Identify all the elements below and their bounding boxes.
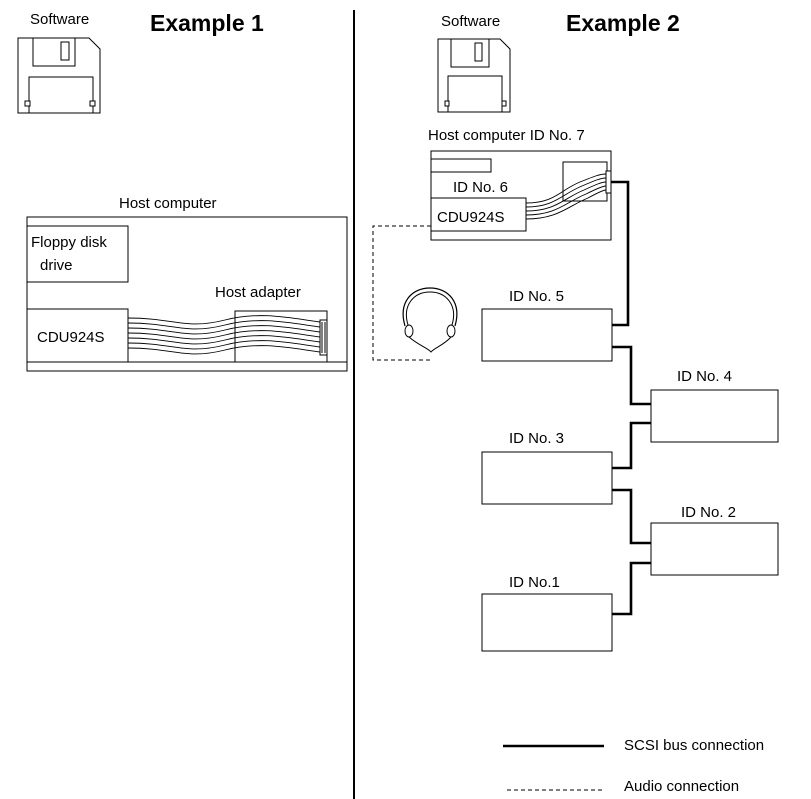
ex1-ribbon-cable [127, 315, 328, 356]
device-id-3 [481, 451, 613, 505]
ex1-host-computer-label: Host computer [119, 195, 217, 212]
ex2-drive-label: CDU924S [437, 209, 505, 226]
ex2-host-computer-label: Host computer ID No. 7 [428, 127, 585, 144]
ex1-cd-drive [26, 308, 129, 363]
legend-scsi-label: SCSI bus connection [624, 737, 764, 754]
ex2-cd-drive [430, 197, 527, 232]
device-id-1 [481, 593, 613, 652]
ex1-host-adapter-label: Host adapter [215, 284, 301, 301]
scsi-bus-host-to-id5 [611, 180, 630, 327]
ex2-host-slot [430, 158, 492, 173]
ex1-title: Example 1 [150, 10, 264, 36]
device-id-4 [650, 389, 779, 443]
device-label-id-5: ID No. 5 [509, 288, 564, 305]
ex1-floppy-label-2: drive [40, 257, 73, 274]
ex1-floppy-drive [26, 225, 129, 283]
device-id-2 [650, 522, 779, 576]
legend: SCSI bus connection Audio connection [503, 737, 764, 795]
ex1-drive-label: CDU924S [37, 329, 105, 346]
device-id-5 [481, 308, 613, 362]
scsi-bus-id2-to-id1 [612, 561, 651, 616]
scsi-bus-id5-to-id4 [612, 345, 651, 406]
device-label-id-3: ID No. 3 [509, 430, 564, 447]
ex2-title: Example 2 [566, 10, 680, 36]
device-label-id-4: ID No. 4 [677, 368, 732, 385]
ex2-software-label: Software [441, 13, 500, 30]
legend-audio-label: Audio connection [624, 778, 739, 795]
headphones-icon [402, 287, 458, 353]
scsi-bus-id3-to-id2 [612, 488, 651, 545]
audio-connection-line [372, 225, 433, 361]
ex2-ribbon-cable [525, 170, 612, 220]
device-label-id-1: ID No.1 [509, 574, 560, 591]
ex1-floppy-disk-icon [17, 37, 101, 114]
ex1-floppy-label-1: Floppy disk [31, 234, 107, 251]
device-label-id-2: ID No. 2 [681, 504, 736, 521]
ex2-drive-id-label: ID No. 6 [453, 179, 508, 196]
ex2-floppy-disk-icon [437, 38, 511, 113]
scsi-bus-id4-to-id3 [612, 421, 651, 470]
ex1-software-label: Software [30, 11, 89, 28]
ex2-host-adapter [562, 161, 608, 202]
